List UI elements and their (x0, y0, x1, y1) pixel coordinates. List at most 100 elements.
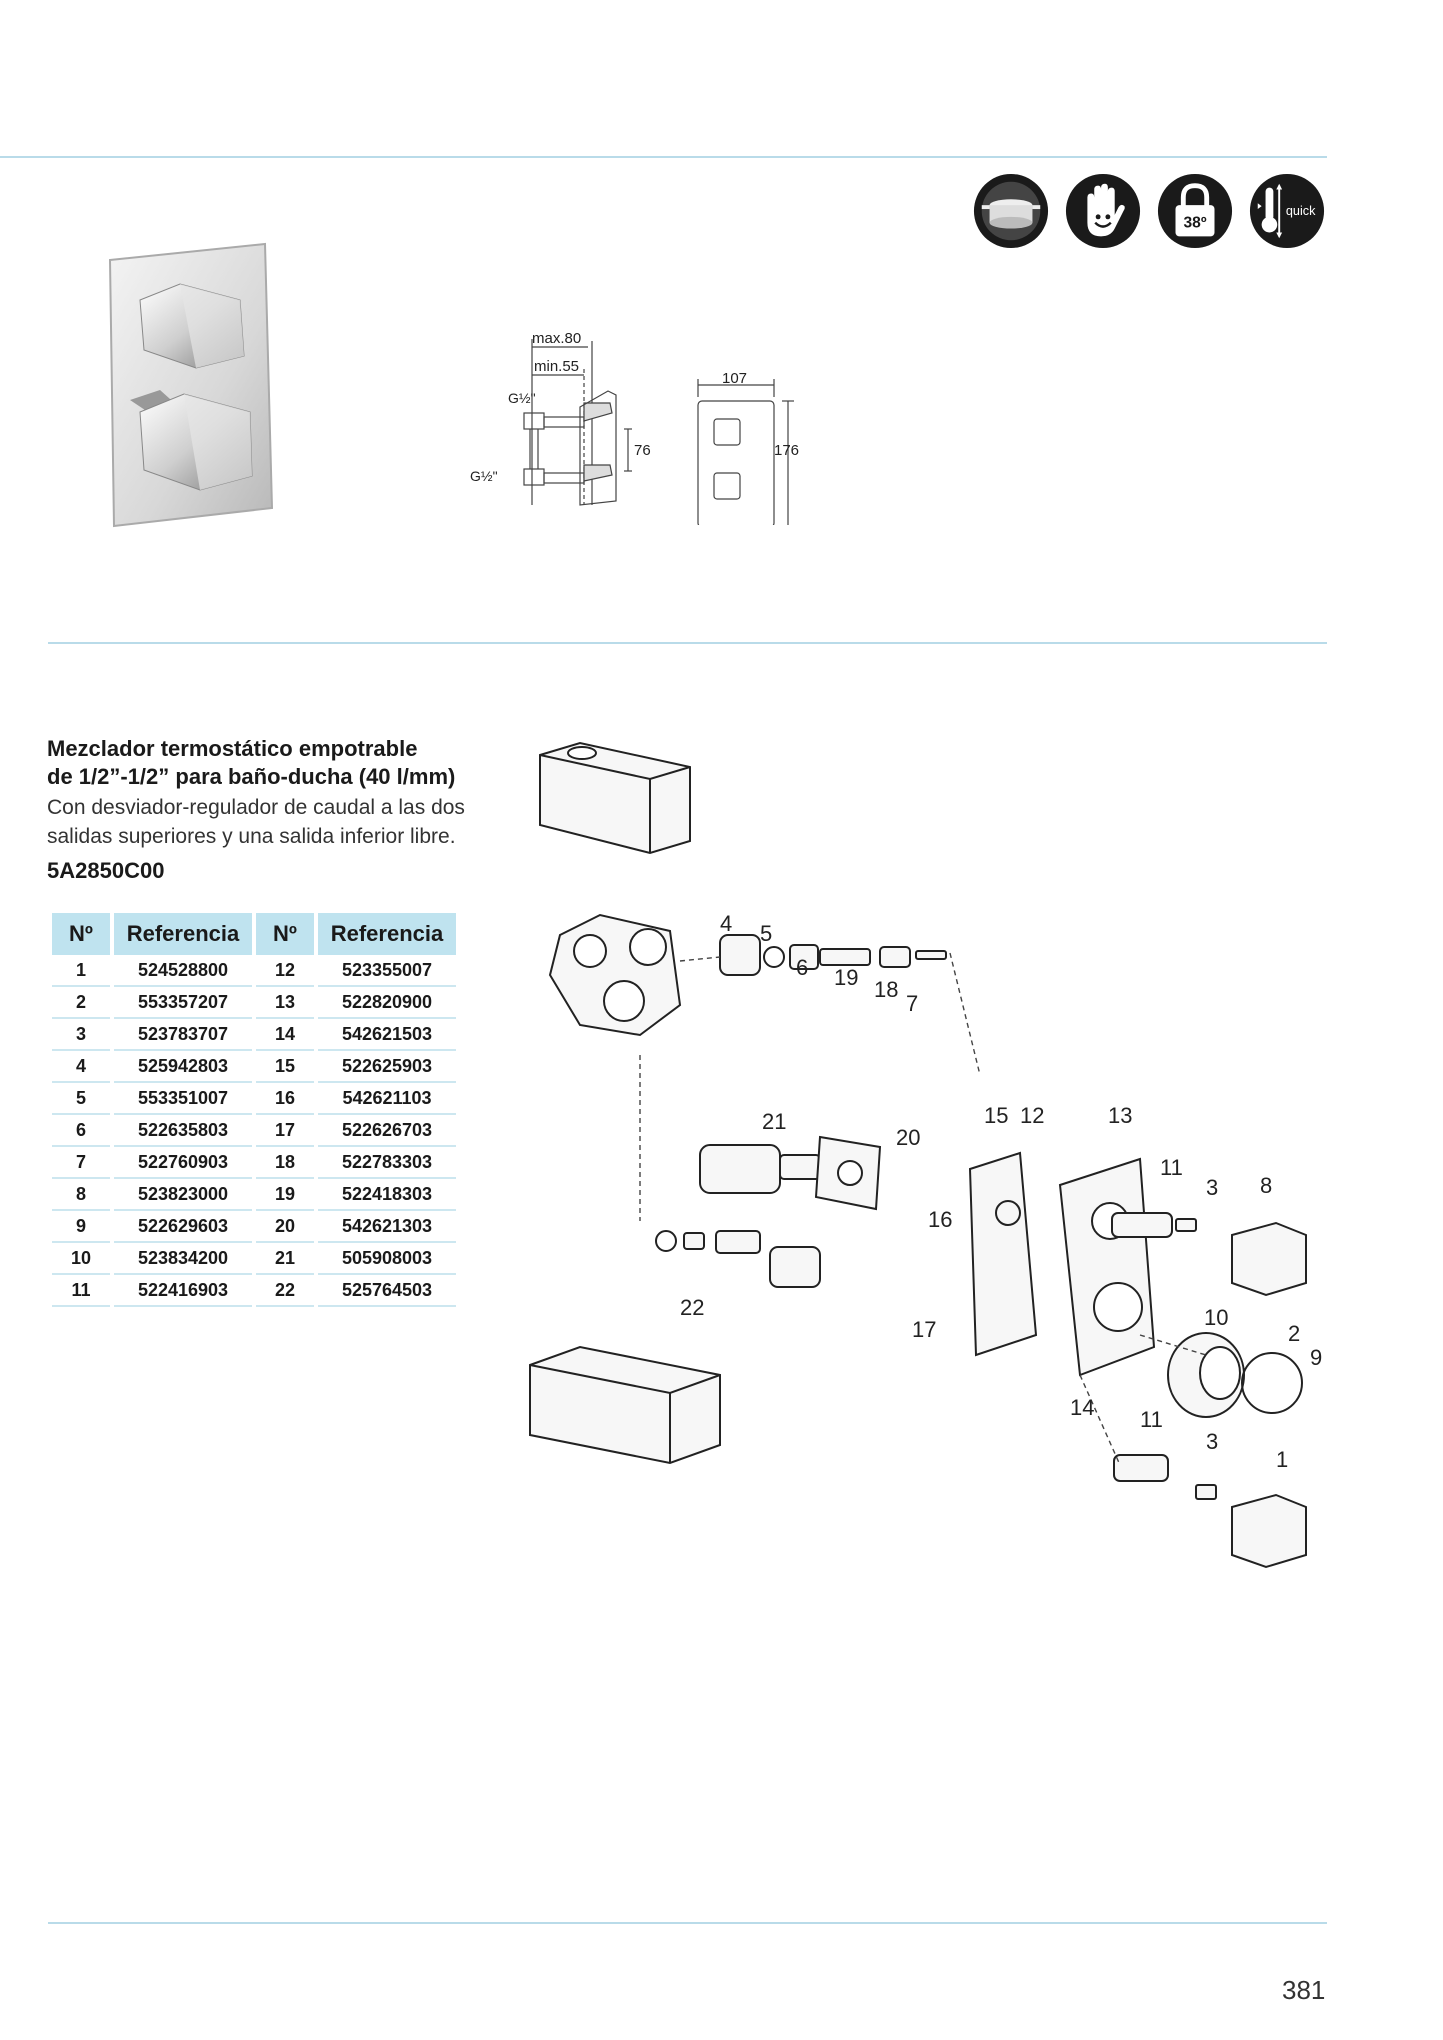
callout-5: 5 (760, 921, 772, 946)
product-title-line2: de 1/2”-1/2” para baño-ducha (40 l/mm) (47, 764, 456, 789)
callout-17: 17 (912, 1317, 936, 1342)
dim-max: max.80 (532, 330, 581, 347)
part-number-cell: 18 (256, 1147, 314, 1179)
reference-cell: 522416903 (114, 1275, 252, 1307)
reference-cell: 523823000 (114, 1179, 252, 1211)
part-number-cell: 19 (256, 1179, 314, 1211)
part-6 (789, 944, 819, 970)
part-number-cell: 5 (52, 1083, 110, 1115)
reference-cell: 542621103 (318, 1083, 456, 1115)
part-21 (699, 1144, 781, 1194)
callout-18: 18 (874, 977, 898, 1002)
part-number-cell: 9 (52, 1211, 110, 1243)
quick-label: quick (1286, 204, 1316, 218)
part-number-cell: 1 (52, 955, 110, 987)
reference-cell: 522820900 (318, 987, 456, 1019)
reference-cell: 522626703 (318, 1115, 456, 1147)
callout-labels: 4 5 6 19 18 7 21 20 15 12 13 11 3 8 16 2… (680, 911, 1322, 1472)
dim-height: 176 (774, 442, 799, 459)
part-number-cell: 10 (52, 1243, 110, 1275)
callout-10: 10 (1204, 1305, 1228, 1330)
callout-20: 20 (896, 1125, 920, 1150)
knob-8 (1231, 1221, 1307, 1297)
plate-15 (968, 1151, 1038, 1357)
thermometer-quick-icon: quick (1249, 173, 1325, 249)
callout-21: 21 (762, 1109, 786, 1134)
part-number-cell: 12 (256, 955, 314, 987)
callout-1: 1 (1276, 1447, 1288, 1472)
reference-cell: 523783707 (114, 1019, 252, 1051)
header-no-1: Nº (52, 913, 110, 955)
product-title-line1: Mezclador termostático empotrable (47, 736, 418, 761)
reference-cell: 524528800 (114, 955, 252, 987)
lock-38-label: 38º (1183, 215, 1206, 232)
reference-cell: 522760903 (114, 1147, 252, 1179)
part-number-cell: 13 (256, 987, 314, 1019)
product-photo (108, 242, 274, 528)
dim-thread-top: G½" (508, 390, 536, 406)
reference-cell: 505908003 (318, 1243, 456, 1275)
exploded-diagram: 4 5 6 19 18 7 21 20 15 12 13 11 3 8 16 2… (529, 741, 1322, 1569)
feature-icons: 38º quick (972, 172, 1326, 250)
callout-16: 16 (928, 1207, 952, 1232)
callout-11: 11 (1160, 1155, 1183, 1180)
reference-cell: 522783303 (318, 1147, 456, 1179)
part-number-cell: 8 (52, 1179, 110, 1211)
reference-cell: 542621503 (318, 1019, 456, 1051)
dimension-drawing: max.80 min.55 G½" G½" 76 107 176 (470, 330, 799, 525)
part-number-cell: 21 (256, 1243, 314, 1275)
product-code: 5A2850C00 (47, 858, 165, 883)
page-number: 381 (1282, 1975, 1326, 2005)
header-ref-2: Referencia (318, 913, 456, 955)
dim-min: min.55 (534, 358, 579, 375)
callout-2: 2 (1288, 1321, 1300, 1346)
reference-cell: 553351007 (114, 1083, 252, 1115)
reference-cell: 542621303 (318, 1211, 456, 1243)
reference-cell: 525764503 (318, 1275, 456, 1307)
reference-cell: 523355007 (318, 955, 456, 987)
part-number-cell: 15 (256, 1051, 314, 1083)
lock-38-icon: 38º (1157, 173, 1233, 249)
callout-8: 8 (1260, 1173, 1272, 1198)
part-number-cell: 3 (52, 1019, 110, 1051)
part-number-cell: 7 (52, 1147, 110, 1179)
part-11 (1111, 1212, 1173, 1238)
callout-19: 19 (834, 965, 858, 990)
part-number-cell: 2 (52, 987, 110, 1019)
product-title: Mezclador termostático empotrable de 1/2… (47, 735, 455, 791)
reference-cell: 523834200 (114, 1243, 252, 1275)
callout-7: 7 (906, 991, 918, 1016)
part-18 (879, 946, 911, 968)
top-rule (0, 156, 1327, 158)
part-number-cell: 22 (256, 1275, 314, 1307)
product-description: Con desviador-regulador de caudal a las … (47, 796, 465, 848)
dim-thread-bottom: G½" (470, 468, 498, 484)
reference-cell: 525942803 (114, 1051, 252, 1083)
callout-9: 9 (1310, 1345, 1322, 1370)
part-7 (915, 950, 947, 960)
parts-table-header: Nº Referencia Nº Referencia (52, 913, 456, 955)
callout-3: 3 (1206, 1175, 1218, 1200)
reference-cell: 522418303 (318, 1179, 456, 1211)
part-3 (1175, 1218, 1197, 1232)
housing-box-bottom (529, 1345, 721, 1465)
part-number-cell: 11 (52, 1275, 110, 1307)
header-ref-1: Referencia (114, 913, 252, 955)
callout-3b: 3 (1206, 1429, 1218, 1454)
part-number-cell: 6 (52, 1115, 110, 1147)
part-4 (719, 934, 761, 976)
reference-cell: 522629603 (114, 1211, 252, 1243)
callout-14: 14 (1070, 1395, 1094, 1420)
housing-box-top (539, 741, 691, 855)
